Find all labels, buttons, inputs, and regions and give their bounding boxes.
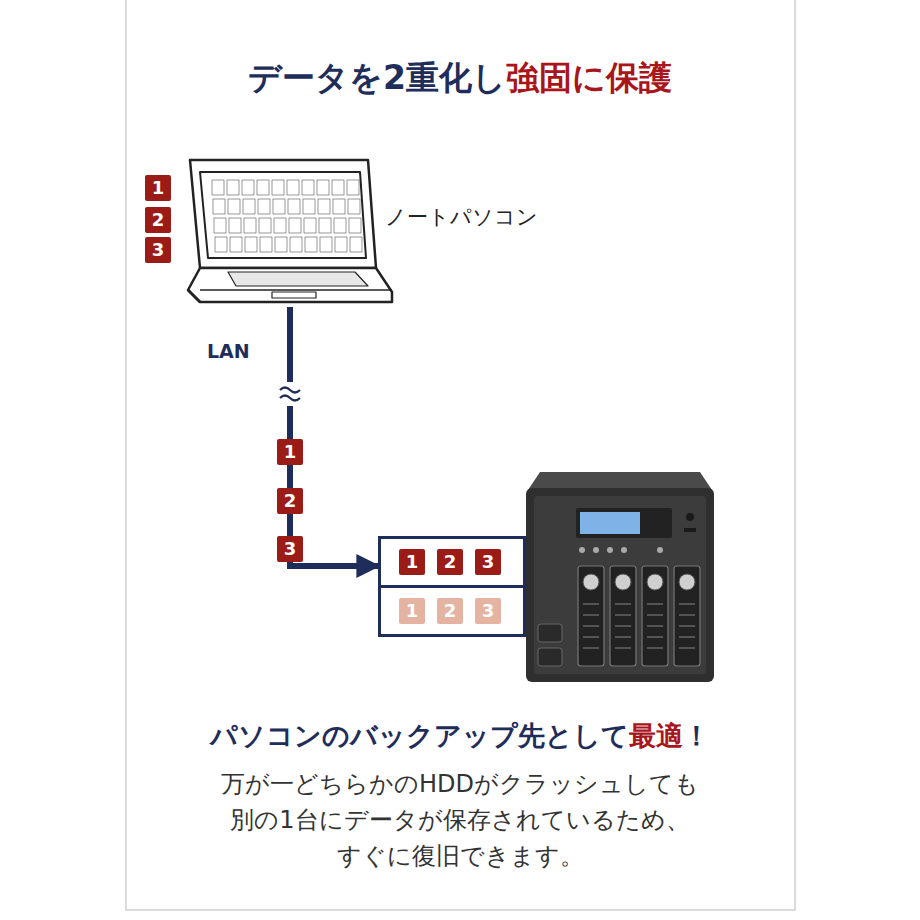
data-block-number: 3 bbox=[475, 549, 501, 575]
drive-vent bbox=[615, 647, 631, 649]
key bbox=[303, 199, 315, 214]
key bbox=[242, 180, 254, 195]
drive-vent bbox=[679, 614, 695, 616]
key bbox=[289, 218, 301, 233]
drive-bay bbox=[610, 566, 636, 666]
key bbox=[320, 237, 332, 252]
key bbox=[272, 180, 284, 195]
callout-number: 3 bbox=[277, 536, 303, 562]
drive-vent bbox=[647, 603, 663, 605]
laptop-node: ノートパソコン bbox=[185, 155, 395, 305]
key bbox=[333, 199, 345, 214]
interface-label: LAN bbox=[207, 340, 250, 362]
drive-vent bbox=[583, 625, 599, 627]
caption: パソコンのバックアップ先として bbox=[210, 720, 629, 751]
key bbox=[317, 180, 329, 195]
drive-vent bbox=[679, 603, 695, 605]
key bbox=[229, 218, 241, 233]
drive-bar: 123 bbox=[378, 536, 526, 588]
caption-mark: ！ bbox=[683, 720, 710, 751]
title-line: データを2重化し強固に保護 bbox=[0, 56, 920, 101]
key bbox=[260, 237, 272, 252]
frame bbox=[126, 0, 795, 910]
title: データを2重化し bbox=[248, 58, 506, 97]
drive-vent bbox=[647, 636, 663, 638]
nas-illustration bbox=[526, 472, 714, 682]
drive-vent bbox=[647, 647, 663, 649]
key bbox=[302, 180, 314, 195]
key bbox=[305, 237, 317, 252]
key bbox=[228, 199, 240, 214]
title-highlight: 強固に保護 bbox=[506, 58, 672, 97]
key bbox=[348, 199, 360, 214]
drive-vent bbox=[583, 614, 599, 616]
callout-number: 3 bbox=[145, 237, 171, 263]
key bbox=[274, 218, 286, 233]
drive-vent bbox=[615, 614, 631, 616]
key bbox=[347, 180, 359, 195]
key bbox=[258, 199, 270, 214]
drive-vent bbox=[615, 636, 631, 638]
key bbox=[244, 218, 256, 233]
key bbox=[335, 237, 347, 252]
key bbox=[215, 237, 227, 252]
line-break-symbol bbox=[278, 382, 302, 406]
key bbox=[318, 199, 330, 214]
key bbox=[227, 180, 239, 195]
drive-vent bbox=[615, 625, 631, 627]
data-block-number: 3 bbox=[475, 598, 501, 624]
drive-bar: 123 bbox=[378, 585, 526, 637]
key bbox=[230, 237, 242, 252]
callout-number: 1 bbox=[145, 175, 171, 201]
key bbox=[213, 199, 225, 214]
drive-bay bbox=[674, 566, 700, 666]
drive-latch bbox=[583, 574, 599, 590]
drive-latch bbox=[679, 574, 695, 590]
drive-bay bbox=[578, 566, 604, 666]
drive-vent bbox=[583, 603, 599, 605]
lan-connector bbox=[290, 307, 378, 566]
drive-vent bbox=[615, 603, 631, 605]
key bbox=[350, 237, 362, 252]
key bbox=[287, 180, 299, 195]
key bbox=[332, 180, 344, 195]
data-block-number: 1 bbox=[399, 598, 425, 624]
key bbox=[273, 199, 285, 214]
drive-vent bbox=[679, 647, 695, 649]
drive-vent bbox=[583, 636, 599, 638]
drive-vent bbox=[647, 625, 663, 627]
drive-latch bbox=[647, 574, 663, 590]
key bbox=[319, 218, 331, 233]
data-block-number: 2 bbox=[437, 598, 463, 624]
key bbox=[288, 199, 300, 214]
caption-line: パソコンのバックアップ先として最適！ bbox=[0, 718, 920, 754]
key bbox=[275, 237, 287, 252]
callout-number: 1 bbox=[277, 439, 303, 465]
laptop-illustration bbox=[188, 160, 392, 302]
callout-number: 2 bbox=[277, 488, 303, 514]
key bbox=[257, 180, 269, 195]
body-text: 万が一どちらかのHDDがクラッシュしても 別の1台にデータが保存されているため、… bbox=[140, 766, 780, 874]
drive-latch bbox=[615, 574, 631, 590]
device-label: ノートパソコン bbox=[385, 203, 538, 231]
key bbox=[259, 218, 271, 233]
caption-highlight: 最適 bbox=[629, 720, 683, 751]
drive-vent bbox=[679, 625, 695, 627]
data-block-number: 2 bbox=[437, 549, 463, 575]
key bbox=[243, 199, 255, 214]
key bbox=[245, 237, 257, 252]
key bbox=[334, 218, 346, 233]
key bbox=[214, 218, 226, 233]
data-block-number: 1 bbox=[399, 549, 425, 575]
callout-number: 2 bbox=[145, 207, 171, 233]
drive-bay bbox=[642, 566, 668, 666]
key bbox=[349, 218, 361, 233]
key bbox=[304, 218, 316, 233]
key bbox=[290, 237, 302, 252]
drive-vent bbox=[583, 647, 599, 649]
drive-vent bbox=[647, 614, 663, 616]
drive-vent bbox=[679, 636, 695, 638]
key bbox=[212, 180, 224, 195]
